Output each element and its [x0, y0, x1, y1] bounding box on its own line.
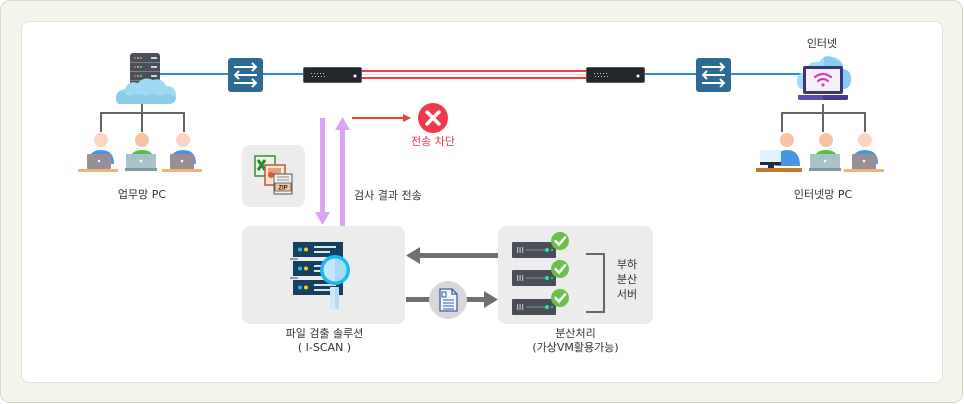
block-label: 전송 차단 [411, 135, 455, 148]
load-balance-label-3: 서버 [616, 288, 638, 301]
block-x-icon [418, 103, 448, 133]
distributed-label-line2: (가상VM활용가능) [532, 341, 619, 354]
block-arrow [352, 114, 411, 122]
bracket [586, 253, 605, 313]
load-balance-label-2: 분산 [616, 273, 638, 286]
server-unit-3 [512, 289, 569, 315]
office-zip-files-icon: ZIP [254, 155, 293, 195]
user-laptop-icon [78, 133, 202, 172]
internet-laptop-cloud-icon [797, 56, 851, 100]
left-switch-icon [228, 58, 263, 92]
internet-pc-label: 인터넷망 PC [793, 188, 853, 201]
server-scan-magnifier-icon [290, 242, 350, 309]
scanner-panel [242, 226, 405, 324]
internet-label: 인터넷 [806, 37, 838, 50]
right-tree-lines [781, 104, 866, 132]
distributed-label-line1: 분산처리 [555, 327, 596, 340]
server-rack-check-icons [512, 232, 605, 315]
server-unit-1 [512, 232, 569, 258]
zip-label: ZIP [278, 186, 287, 192]
diagram-canvas [21, 21, 943, 383]
user-desktop-laptop-icon [756, 133, 884, 172]
inspect-up-arrow [335, 117, 350, 226]
firewall-device-right-icon [586, 67, 645, 83]
scanner-label-line1: 파일 검출 솔루션 [285, 327, 364, 340]
load-balance-panel: 부하 분산 서버 [498, 226, 653, 324]
return-arrow [406, 247, 498, 264]
firewall-device-left-icon [303, 67, 362, 83]
load-balance-label-1: 부하 [616, 258, 638, 271]
server-unit-2 [512, 260, 569, 286]
left-tree-lines [100, 100, 185, 132]
document-transfer-icon [429, 281, 467, 319]
scanner-label-line2: ( I-SCAN ) [297, 341, 352, 354]
business-pc-label: 업무망 PC [117, 188, 167, 201]
inspect-down-arrow [315, 118, 330, 225]
right-switch-icon [696, 58, 731, 92]
business-pc-users [78, 130, 208, 180]
result-transfer-label: 검사 결과 전송 [354, 189, 422, 202]
internet-pc-users [756, 130, 886, 180]
file-types-panel: ZIP [242, 145, 305, 207]
business-server-cloud-icon [116, 53, 176, 104]
